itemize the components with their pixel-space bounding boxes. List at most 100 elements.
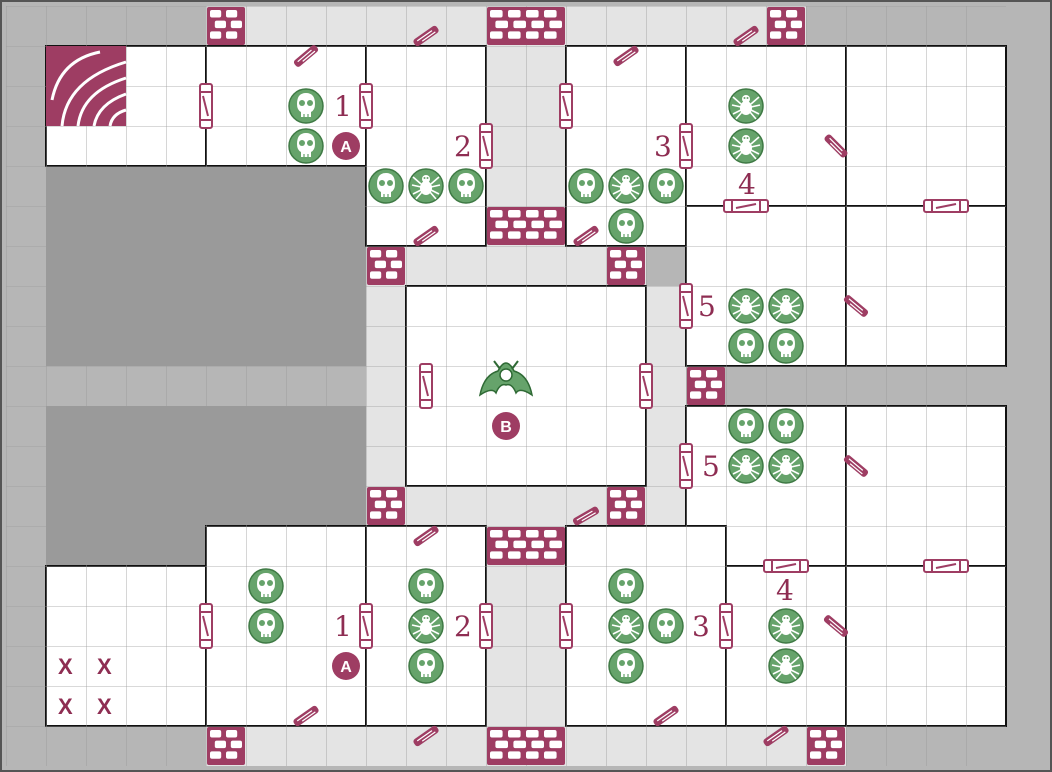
debris-icon: [293, 705, 319, 727]
door-icon[interactable]: [559, 603, 573, 649]
debris-icon: [413, 725, 439, 747]
skull-icon[interactable]: [408, 648, 444, 684]
door-icon[interactable]: [923, 559, 969, 573]
start-x-mark: X: [97, 694, 112, 719]
rubble-icon: [767, 7, 805, 45]
spider-icon[interactable]: [608, 168, 644, 204]
rubble-icon: [207, 727, 245, 765]
skull-icon[interactable]: [248, 608, 284, 644]
rubble-icon: [367, 487, 405, 525]
rubble-icon: [487, 7, 565, 45]
door-icon[interactable]: [359, 603, 373, 649]
spider-icon[interactable]: [768, 448, 804, 484]
door-icon[interactable]: [723, 199, 769, 213]
debris-icon: [293, 45, 319, 67]
room-label: 5: [702, 450, 720, 483]
svg-text:B: B: [500, 419, 512, 436]
rubble-icon: [687, 367, 725, 405]
rubble-icon: [607, 247, 645, 285]
debris-icon: [413, 225, 439, 247]
room-label: 2: [454, 610, 472, 643]
room-label: 3: [654, 130, 672, 163]
debris-icon: [573, 225, 599, 247]
skull-icon[interactable]: [408, 568, 444, 604]
stairs-icon: [46, 46, 127, 127]
door-icon[interactable]: [559, 83, 573, 129]
door-icon[interactable]: [763, 559, 809, 573]
door-icon[interactable]: [419, 363, 433, 409]
spider-icon[interactable]: [768, 648, 804, 684]
rubble-icon: [207, 7, 245, 45]
svg-text:A: A: [340, 659, 352, 676]
monster-tokens: [248, 88, 804, 684]
rubble-icon: [487, 207, 565, 245]
debris-marks: [293, 25, 869, 747]
spider-icon[interactable]: [728, 88, 764, 124]
room-label: 4: [776, 574, 794, 607]
door-icon[interactable]: [199, 83, 213, 129]
door-icon[interactable]: [359, 83, 373, 129]
marker-a-top: A: [332, 132, 360, 160]
debris-icon: [824, 134, 848, 158]
marker-a-bottom: A: [332, 652, 360, 680]
skull-icon[interactable]: [248, 568, 284, 604]
debris-icon: [733, 25, 759, 47]
rubble-icon: [487, 727, 565, 765]
debris-icon: [823, 615, 849, 637]
room-numbers: 1 2 3 4 5 5 1 2 3 4: [334, 90, 794, 643]
door-icon[interactable]: [679, 443, 693, 489]
spider-icon[interactable]: [728, 288, 764, 324]
spider-icon[interactable]: [728, 128, 764, 164]
skull-icon[interactable]: [728, 328, 764, 364]
room-label: 1: [334, 90, 352, 123]
debris-icon: [653, 705, 679, 727]
skull-icon[interactable]: [728, 408, 764, 444]
debris-icon: [613, 45, 639, 67]
start-x-mark: X: [58, 694, 73, 719]
skull-icon[interactable]: [648, 608, 684, 644]
svg-text:A: A: [340, 139, 352, 156]
spider-icon[interactable]: [608, 608, 644, 644]
rubble-icon: [607, 487, 645, 525]
spider-icon[interactable]: [768, 288, 804, 324]
debris-icon: [843, 455, 869, 477]
debris-icon: [572, 506, 600, 526]
skull-icon[interactable]: [608, 568, 644, 604]
skull-icon[interactable]: [448, 168, 484, 204]
door-icon[interactable]: [639, 363, 653, 409]
skull-icon[interactable]: [608, 208, 644, 244]
spider-icon[interactable]: [768, 608, 804, 644]
start-marks: X X X X: [58, 654, 112, 719]
door-icon[interactable]: [719, 603, 733, 649]
skull-icon[interactable]: [768, 408, 804, 444]
skull-icon[interactable]: [768, 328, 804, 364]
door-icon[interactable]: [679, 123, 693, 169]
skull-icon[interactable]: [568, 168, 604, 204]
skull-icon[interactable]: [368, 168, 404, 204]
door-icon[interactable]: [479, 603, 493, 649]
debris-icon: [843, 295, 869, 317]
start-x-mark: X: [58, 654, 73, 679]
spider-icon[interactable]: [408, 608, 444, 644]
door-icon[interactable]: [479, 123, 493, 169]
room-label: 2: [454, 130, 472, 163]
skull-icon[interactable]: [288, 128, 324, 164]
spider-icon[interactable]: [728, 448, 764, 484]
door-icon[interactable]: [679, 283, 693, 329]
door-icon[interactable]: [199, 603, 213, 649]
door-icon[interactable]: [923, 199, 969, 213]
rubble-icon: [367, 247, 405, 285]
rubble-icon: [807, 727, 845, 765]
room-label: 3: [692, 610, 710, 643]
skull-icon[interactable]: [648, 168, 684, 204]
spider-icon[interactable]: [408, 168, 444, 204]
gargoyle-icon: [478, 360, 534, 397]
grid-overlay: [6, 6, 1006, 766]
room-label: 4: [738, 168, 756, 201]
skull-icon[interactable]: [288, 88, 324, 124]
start-x-mark: X: [97, 654, 112, 679]
rubble-blocks: [207, 7, 845, 765]
skull-icon[interactable]: [608, 648, 644, 684]
